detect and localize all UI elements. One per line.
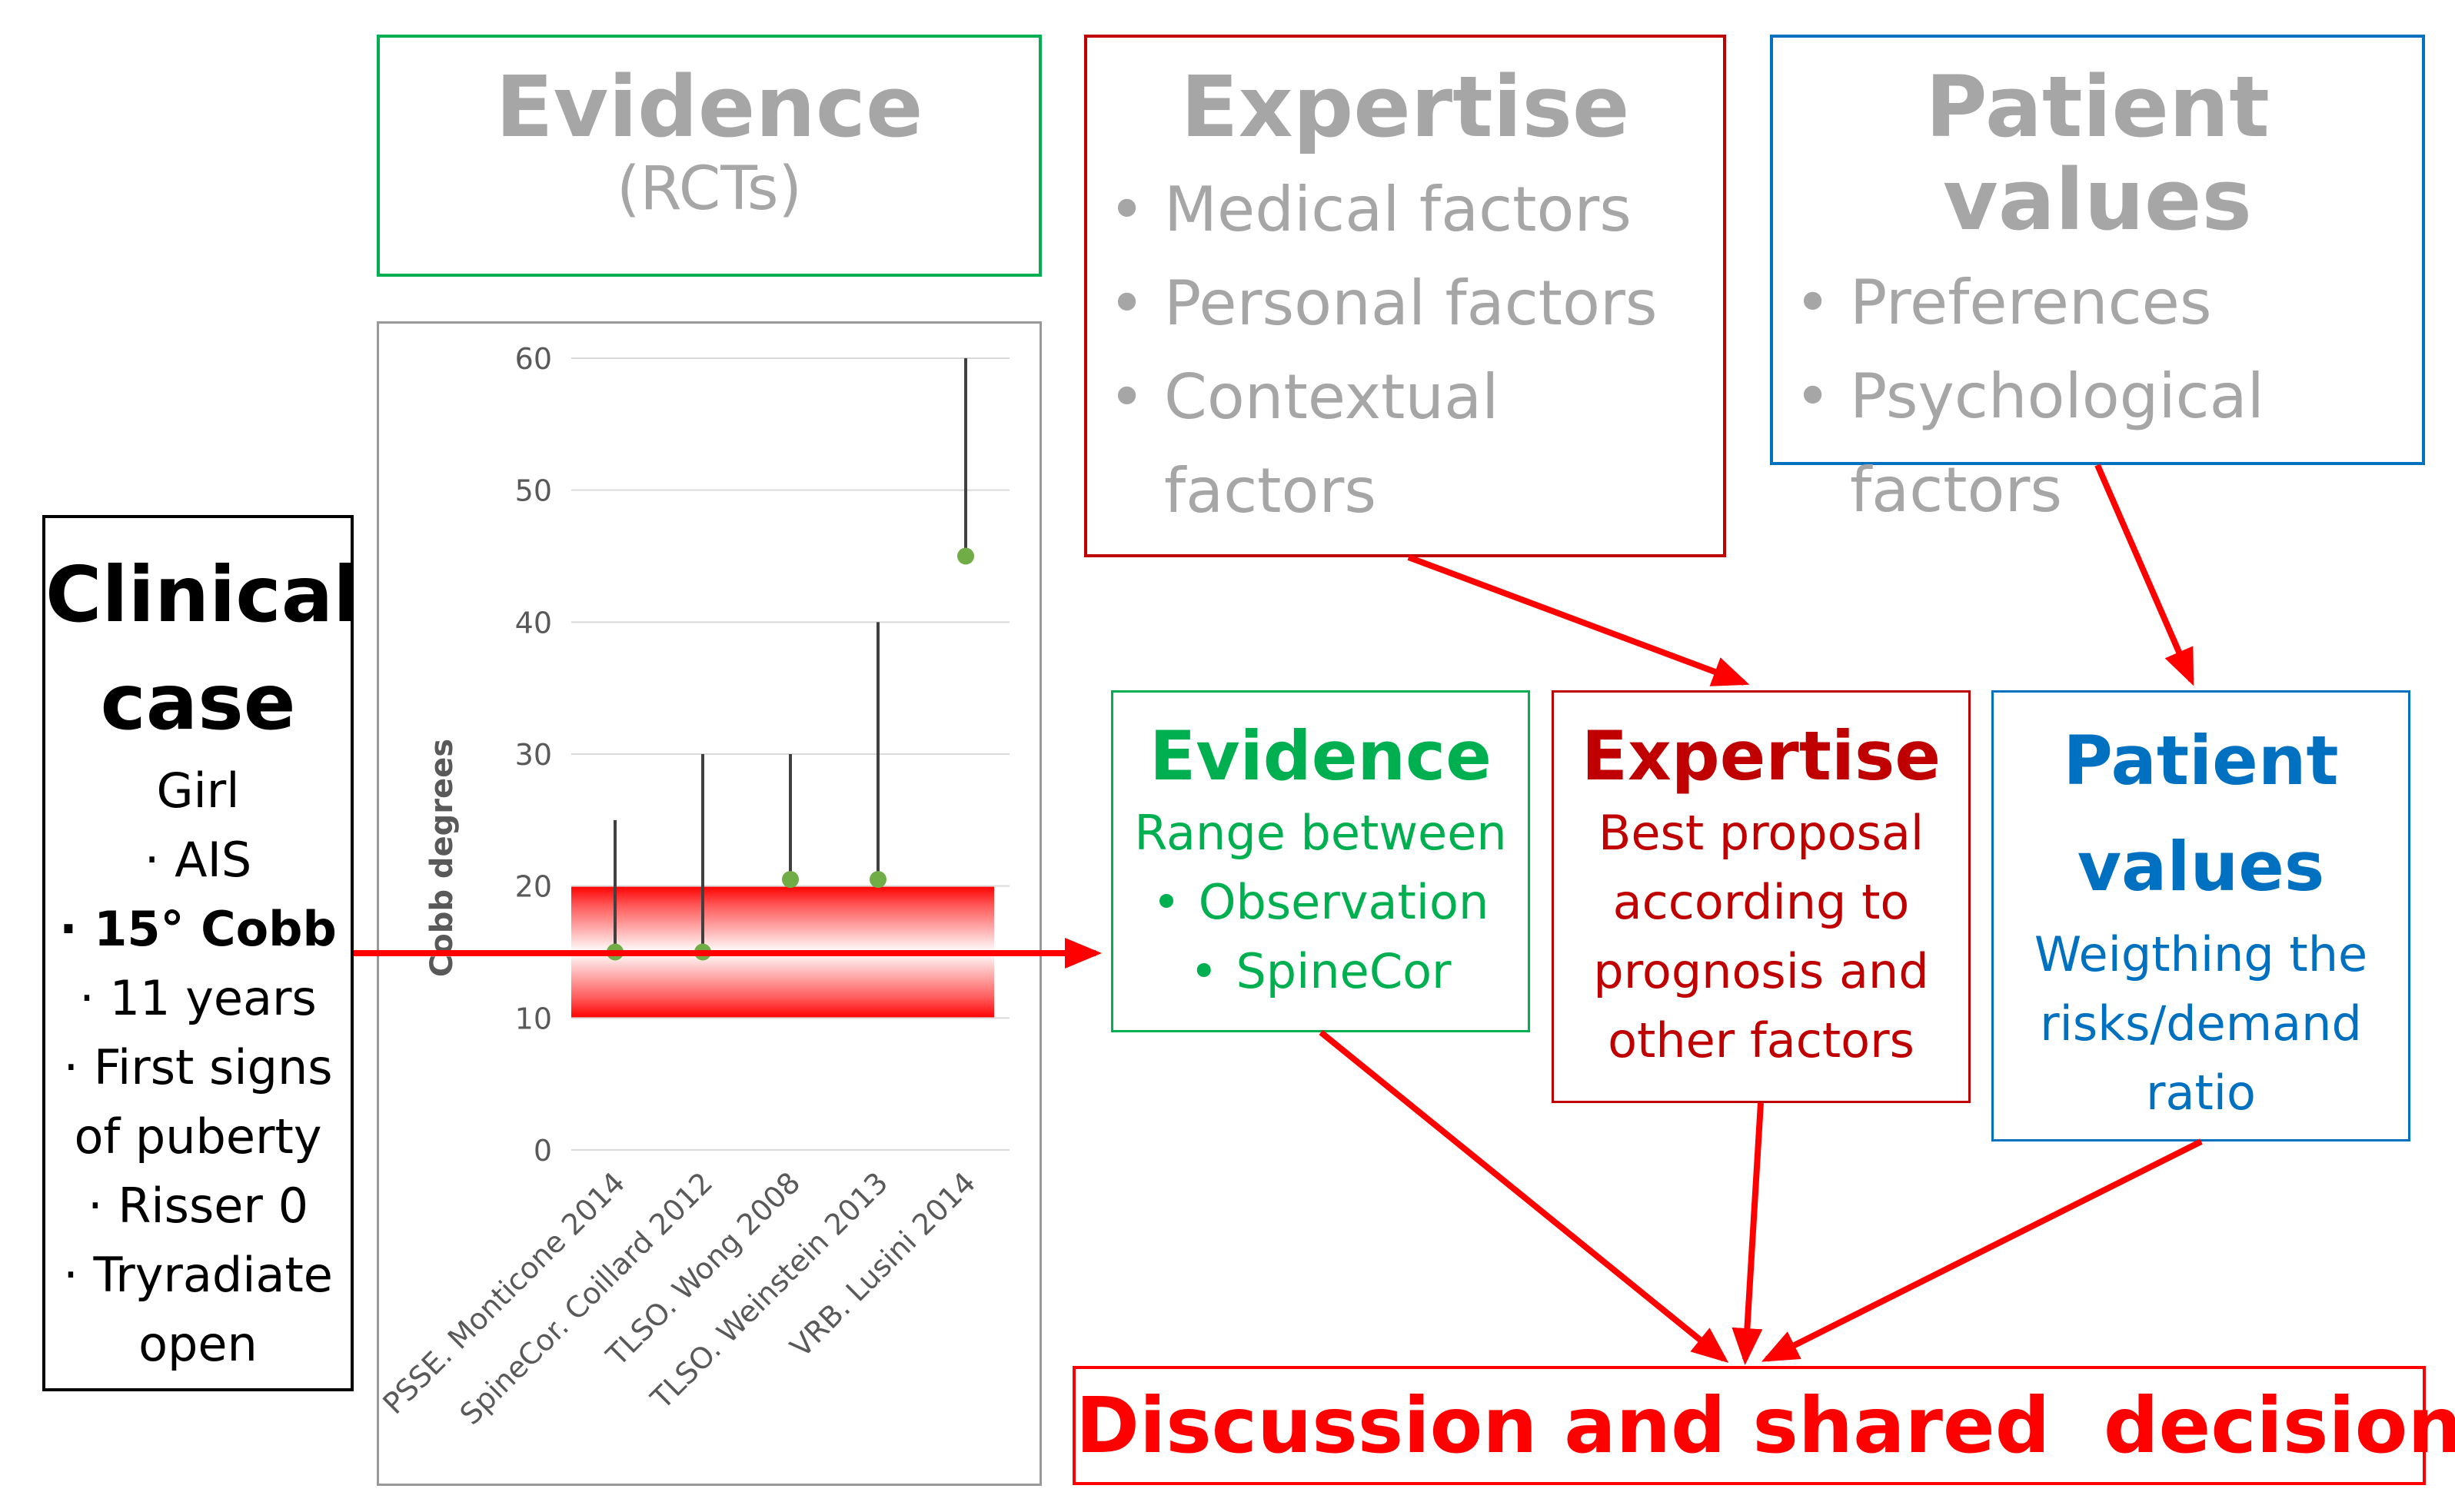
- expertise-factor-item: Medical factors: [1087, 163, 1723, 257]
- evidence-rcts-subtitle: (RCTs): [616, 155, 802, 224]
- patient-values-ratio-line: risks/demand: [2040, 995, 2362, 1052]
- chart-y-tick-label: 20: [515, 870, 552, 904]
- expertise-proposal-line: other factors: [1608, 1012, 1914, 1068]
- clinical-case-box: Clinical case Girl · AIS · 15° Cobb · 11…: [42, 515, 360, 1391]
- chart-y-tick-label: 40: [515, 606, 552, 640]
- chart-data-point: [870, 871, 887, 889]
- clinical-case-line: open: [138, 1316, 258, 1372]
- evidence-range-item: •Observation: [1152, 874, 1489, 930]
- chart-data-point: [782, 871, 799, 889]
- expertise-factors-list: Medical factors Personal factors Context…: [1087, 163, 1723, 538]
- expertise-proposal-title: Expertise: [1581, 716, 1941, 796]
- clinical-case-line: · Tryradiate: [63, 1247, 333, 1303]
- patient-values-ratio-title-line2: values: [2077, 827, 2325, 906]
- clinical-case-line: · First signs: [63, 1039, 333, 1095]
- arrow-expertise-to-decision: [1731, 1102, 1764, 1365]
- patient-value-item: Preferences: [1773, 256, 2422, 350]
- chart-y-tick-label: 30: [515, 738, 552, 772]
- patient-value-item: Psychological factors: [1773, 350, 2342, 537]
- clinical-case-line: · AIS: [144, 832, 252, 888]
- evidence-range-list: •Observation •SpineCor: [1113, 868, 1528, 1006]
- expertise-proposal-box: Expertise Best proposal according to pro…: [1552, 690, 1971, 1103]
- chart-data-point: [694, 943, 711, 961]
- clinical-case-line: · 11 years: [79, 970, 317, 1026]
- shared-decision-box: Discussion and shared decisions: [1073, 1366, 2455, 1485]
- patient-values-factors-list: Preferences Psychological factors: [1773, 256, 2422, 537]
- patient-values-ratio-line: Weigthing the: [2034, 926, 2368, 982]
- chart-data-point: [607, 943, 624, 961]
- patient-values-ratio-line: ratio: [2146, 1065, 2256, 1121]
- patient-values-ratio-box: Patient values Weigthing the risks/deman…: [1991, 690, 2410, 1141]
- expertise-proposal-line: Best proposal: [1598, 805, 1924, 861]
- patient-values-factors-box: Patient values Preferences Psychological…: [1770, 35, 2425, 526]
- expertise-factor-item: Contextual factors: [1087, 351, 1595, 538]
- evidence-rcts-box: Evidence (RCTs): [377, 35, 1042, 277]
- expertise-factors-box: Expertise Medical factors Personal facto…: [1084, 35, 1726, 557]
- expertise-factor-item: Personal factors: [1087, 257, 1723, 351]
- clinical-case-title-line2: case: [100, 657, 296, 747]
- clinical-case-title-line1: Clinical: [45, 550, 360, 640]
- chart-y-axis-label: Cobb degrees: [424, 739, 460, 977]
- expertise-factors-title: Expertise: [1180, 58, 1630, 156]
- evidence-range-item: •SpineCor: [1189, 943, 1452, 999]
- evidence-rcts-title: Evidence: [495, 58, 923, 156]
- chart-highlight-band: [571, 886, 994, 1019]
- arrow-expertise-top-to-mid: [1407, 554, 1750, 686]
- arrow-patient-to-decision: [1761, 1138, 2203, 1362]
- clinical-case-line: Girl: [156, 763, 240, 819]
- chart-y-tick-label: 60: [515, 342, 552, 376]
- evidence-range-intro: Range between: [1134, 805, 1507, 861]
- evidence-range-box: Evidence Range between •Observation •Spi…: [1111, 690, 1530, 1032]
- expertise-proposal-line: prognosis and: [1593, 943, 1929, 999]
- patient-values-ratio-title-line1: Patient: [2063, 721, 2339, 800]
- chart-y-tick-label: 50: [515, 474, 552, 508]
- patient-values-factors-title: Patient values: [1925, 58, 2270, 249]
- evidence-range-title: Evidence: [1149, 716, 1492, 796]
- clinical-case-line: of puberty: [74, 1108, 322, 1165]
- chart-y-tick-label: 0: [534, 1134, 552, 1168]
- chart-data-point: [957, 547, 974, 565]
- shared-decision-label: Discussion and shared decisions: [1076, 1381, 2455, 1470]
- clinical-case-line: · 15° Cobb: [59, 901, 337, 957]
- chart-y-tick-label: 10: [515, 1002, 552, 1035]
- clinical-case-line: · Risser 0: [87, 1178, 309, 1234]
- expertise-proposal-line: according to: [1612, 874, 1910, 930]
